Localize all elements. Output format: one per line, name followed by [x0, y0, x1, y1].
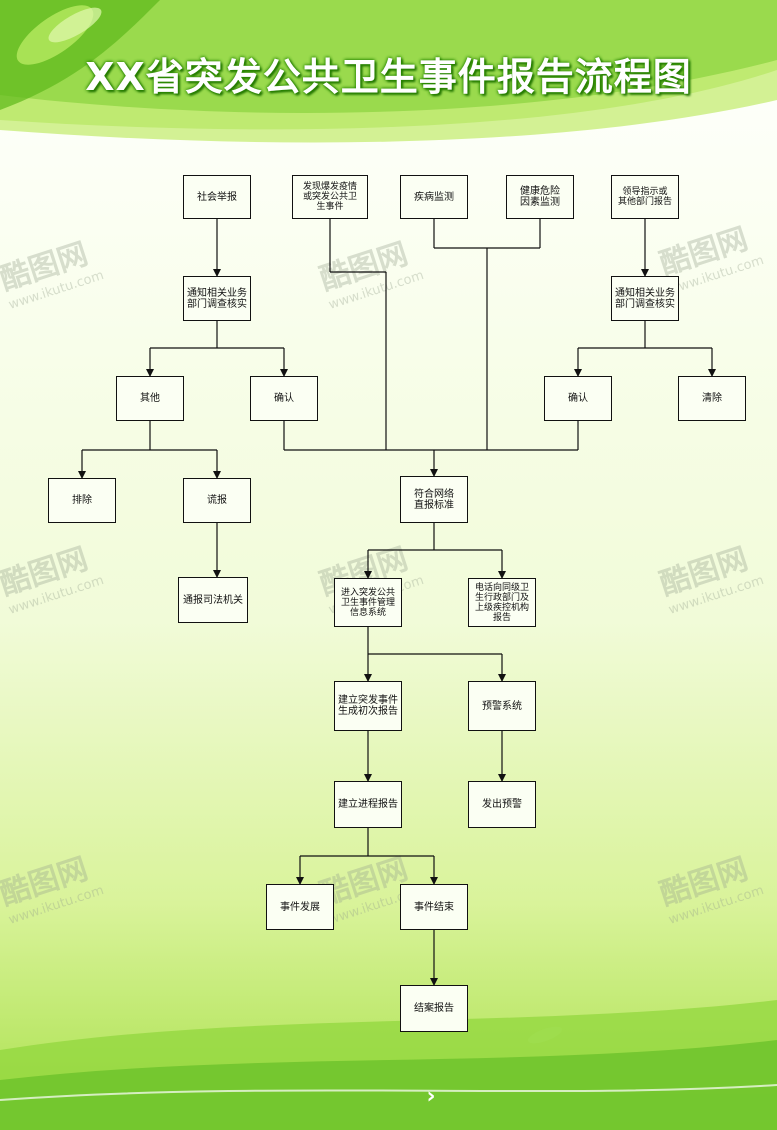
box-notify-judicial: 通报司法机关: [178, 577, 248, 623]
chevron-right-icon[interactable]: ›: [426, 1084, 436, 1109]
box-initial-report: 建立突发事件 生成初次报告: [334, 681, 402, 731]
box-event-end: 事件结束: [400, 884, 468, 930]
box-enter-system: 进入突发公共 卫生事件管理 信息系统: [334, 578, 402, 627]
box-warning-system: 预警系统: [468, 681, 536, 731]
box-closing-report: 结案报告: [400, 985, 468, 1032]
box-confirm-right: 确认: [544, 376, 612, 421]
box-false-report: 谎报: [183, 478, 251, 523]
box-confirm-left: 确认: [250, 376, 318, 421]
box-meets-standard: 符合网络 直报标准: [400, 476, 468, 523]
box-event-develop: 事件发展: [266, 884, 334, 930]
page-title: XX省突发公共卫生事件报告流程图: [85, 55, 692, 99]
box-notify-right: 通知相关业务 部门调查核实: [611, 276, 679, 321]
box-report-social: 社会举报: [183, 175, 251, 219]
box-disease-monitor: 疾病监测: [400, 175, 468, 219]
box-leader-instruction: 领导指示或 其他部门报告: [611, 175, 679, 219]
box-other: 其他: [116, 376, 184, 421]
box-clear: 清除: [678, 376, 746, 421]
box-notify-left: 通知相关业务 部门调查核实: [183, 276, 251, 321]
box-discover-outbreak: 发现爆发疫情 或突发公共卫 生事件: [292, 175, 368, 219]
box-progress-report: 建立进程报告: [334, 781, 402, 828]
box-exclude: 排除: [48, 478, 116, 523]
box-phone-report: 电话向同级卫 生行政部门及 上级疾控机构 报告: [468, 578, 536, 627]
box-issue-warning: 发出预警: [468, 781, 536, 828]
box-health-risk: 健康危险 因素监测: [506, 175, 574, 219]
